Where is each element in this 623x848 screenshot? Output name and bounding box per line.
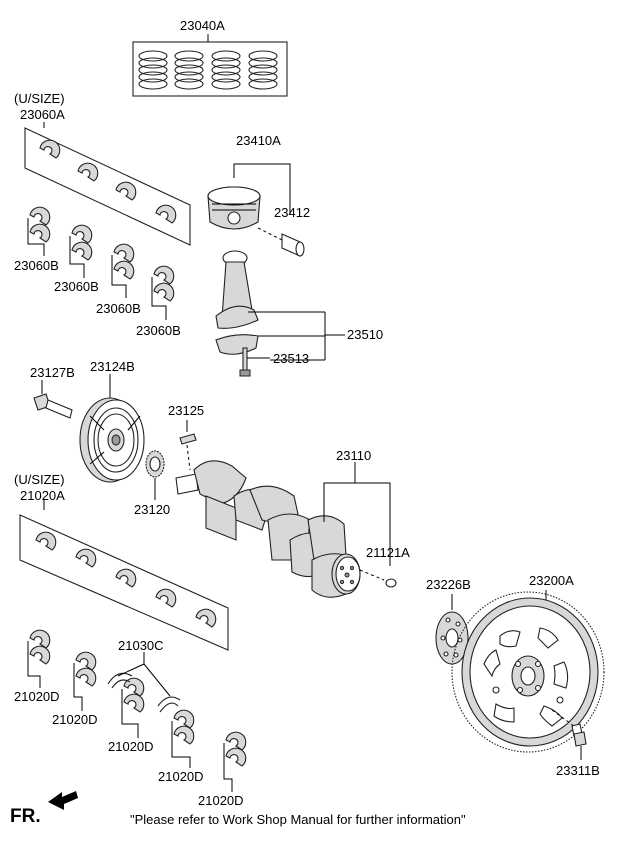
label-23060B-3: 23060B xyxy=(96,301,141,316)
label-23127B: 23127B xyxy=(30,365,75,380)
label-23060B-2: 23060B xyxy=(54,279,99,294)
rod-bearing-shells xyxy=(27,206,175,320)
label-23412: 23412 xyxy=(274,205,311,220)
label-23124B: 23124B xyxy=(90,359,135,374)
drive-plate-flywheel xyxy=(451,590,605,753)
main-bearing-shells xyxy=(27,629,247,792)
label-usize-upper: (U/SIZE) xyxy=(14,91,65,106)
piston-assembly xyxy=(207,163,305,257)
label-21020D-5: 21020D xyxy=(198,793,244,808)
crankshaft xyxy=(175,460,391,598)
workshop-manual-note: "Please refer to Work Shop Manual for fu… xyxy=(130,812,466,827)
connecting-rod-assembly xyxy=(215,250,345,377)
pulley-bolt xyxy=(33,380,73,419)
thrust-washers xyxy=(107,652,181,713)
flywheel-bolt xyxy=(571,723,587,760)
piston-ring-set xyxy=(132,34,288,97)
label-23200A: 23200A xyxy=(529,573,574,588)
label-23060A: 23060A xyxy=(20,107,65,122)
label-21020D-4: 21020D xyxy=(158,769,204,784)
fr-arrow-icon xyxy=(48,791,78,810)
label-21020D-3: 21020D xyxy=(108,739,154,754)
label-23060B-1: 23060B xyxy=(14,258,59,273)
label-23510: 23510 xyxy=(347,327,384,342)
label-23513: 23513 xyxy=(273,351,310,366)
label-23125: 23125 xyxy=(168,403,205,418)
label-23110: 23110 xyxy=(336,448,372,463)
label-21121A: 21121A xyxy=(366,545,410,560)
label-23040A: 23040A xyxy=(180,18,225,33)
label-23060B-4: 23060B xyxy=(136,323,181,338)
crank-pin-dowel xyxy=(385,578,397,588)
label-21020A: 21020A xyxy=(20,488,65,503)
label-21020D-2: 21020D xyxy=(52,712,98,727)
label-23311B: 23311B xyxy=(556,763,600,778)
label-usize-lower: (U/SIZE) xyxy=(14,472,65,487)
crankshaft-sprocket xyxy=(145,450,165,500)
label-23410A: 23410A xyxy=(236,133,281,148)
label-21030C: 21030C xyxy=(118,638,164,653)
main-bearing-set-panel xyxy=(19,500,229,651)
front-direction-label: FR. xyxy=(10,806,41,827)
label-23120: 23120 xyxy=(134,502,171,517)
upper-bearing-set-panel xyxy=(24,122,191,246)
ring-stacks xyxy=(138,50,278,90)
label-21020D-1: 21020D xyxy=(14,689,60,704)
label-23226B: 23226B xyxy=(426,577,471,592)
crankshaft-pulley xyxy=(79,374,145,483)
flywheel-reinforcement-plate xyxy=(435,594,469,665)
woodruff-key xyxy=(179,420,197,471)
